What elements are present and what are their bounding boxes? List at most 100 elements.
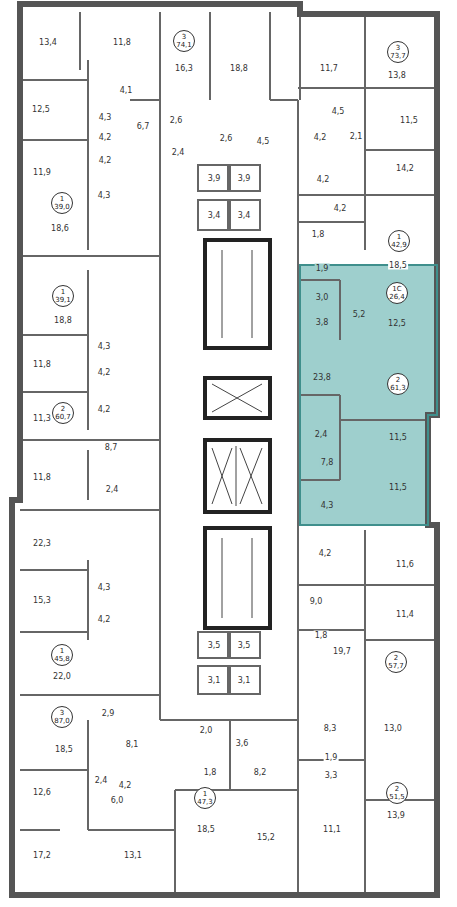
room-area: 3,5 <box>207 641 222 650</box>
apartment-area: 39,0 <box>54 203 70 211</box>
room-area: 18,8 <box>53 316 73 325</box>
apartment-marker: 257,7 <box>385 651 407 673</box>
apartment-rooms: 2 <box>395 785 399 793</box>
room-area: 11,8 <box>112 38 132 47</box>
apartment-rooms: 1 <box>61 288 65 296</box>
room-area: 2,0 <box>199 726 214 735</box>
room-area: 7,8 <box>320 458 335 467</box>
room-area: 11,6 <box>395 560 415 569</box>
room-area: 2,4 <box>171 148 186 157</box>
room-area: 4,2 <box>313 133 328 142</box>
apartment-area: 74,1 <box>176 41 192 49</box>
apartment-marker: 251,5 <box>386 782 408 804</box>
room-area: 18,8 <box>229 64 249 73</box>
apartment-marker: 145,8 <box>51 644 73 666</box>
room-area: 2,6 <box>169 116 184 125</box>
room-area: 4,3 <box>320 501 335 510</box>
room-area: 4,3 <box>98 113 113 122</box>
apartment-rooms: 2 <box>61 405 65 413</box>
room-area: 18,5 <box>196 825 216 834</box>
room-area: 12,5 <box>387 319 407 328</box>
room-area: 1,9 <box>324 753 339 762</box>
apartment-rooms: 1С <box>392 285 401 293</box>
room-area: 11,5 <box>388 433 408 442</box>
room-area: 11,9 <box>32 168 52 177</box>
apartment-area: 45,8 <box>54 655 70 663</box>
highlighted-apartment <box>300 265 437 525</box>
apartment-area: 39,1 <box>55 296 71 304</box>
room-area: 11,4 <box>395 610 415 619</box>
room-area: 3,6 <box>235 739 250 748</box>
room-area: 11,1 <box>322 825 342 834</box>
room-area: 16,3 <box>174 64 194 73</box>
room-area: 3,8 <box>315 318 330 327</box>
room-area: 14,2 <box>395 164 415 173</box>
room-area: 4,2 <box>97 615 112 624</box>
room-area: 11,3 <box>32 414 52 423</box>
room-area: 13,8 <box>387 71 407 80</box>
apartment-rooms: 2 <box>394 654 398 662</box>
room-area: 4,1 <box>119 86 134 95</box>
room-area: 4,2 <box>316 175 331 184</box>
room-area: 6,0 <box>110 796 125 805</box>
room-area: 5,2 <box>352 310 367 319</box>
room-area: 3,5 <box>237 641 252 650</box>
apartment-marker: 147,3 <box>194 787 216 809</box>
room-area: 13,0 <box>383 724 403 733</box>
room-area: 12,6 <box>32 788 52 797</box>
apartment-area: 60,7 <box>55 413 71 421</box>
room-area: 4,5 <box>256 137 271 146</box>
apartment-area: 73,7 <box>390 52 406 60</box>
room-area: 17,2 <box>32 851 52 860</box>
apartment-rooms: 3 <box>182 33 186 41</box>
apartment-rooms: 1 <box>60 647 64 655</box>
room-area: 18,6 <box>50 224 70 233</box>
apartment-marker: 142,9 <box>388 230 410 252</box>
room-area: 1,9 <box>315 264 330 273</box>
apartment-marker: 387,0 <box>51 706 73 728</box>
apartment-area: 26,4 <box>389 293 405 301</box>
room-area: 22,3 <box>32 539 52 548</box>
room-area: 3,9 <box>207 174 222 183</box>
apartment-rooms: 1 <box>203 790 207 798</box>
room-area: 11,5 <box>388 483 408 492</box>
room-area: 4,2 <box>318 549 333 558</box>
apartment-rooms: 3 <box>396 44 400 52</box>
room-area: 1,8 <box>314 631 329 640</box>
room-area: 2,1 <box>349 132 364 141</box>
apartment-rooms: 3 <box>60 709 64 717</box>
apartment-marker: 139,0 <box>51 192 73 214</box>
room-area: 4,2 <box>98 156 113 165</box>
room-area: 2,6 <box>219 134 234 143</box>
room-area: 11,7 <box>319 64 339 73</box>
room-area: 1,8 <box>311 230 326 239</box>
room-area: 3,0 <box>315 293 330 302</box>
room-area: 4,5 <box>331 107 346 116</box>
room-area: 8,3 <box>323 724 338 733</box>
room-area: 3,1 <box>207 676 222 685</box>
core-walls <box>205 240 270 628</box>
room-area: 22,0 <box>52 672 72 681</box>
highlighted-apartment-border <box>300 265 437 525</box>
room-area: 15,3 <box>32 596 52 605</box>
room-area: 13,1 <box>123 851 143 860</box>
room-area: 8,2 <box>253 768 268 777</box>
room-area: 4,3 <box>97 342 112 351</box>
apartment-marker: 374,1 <box>173 30 195 52</box>
room-area: 1,8 <box>203 768 218 777</box>
room-area: 23,8 <box>312 373 332 382</box>
room-area: 13,9 <box>386 811 406 820</box>
room-area: 2,9 <box>101 709 116 718</box>
apartment-marker: 260,7 <box>52 402 74 424</box>
apartment-area: 61,3 <box>390 384 406 392</box>
apartment-marker: 261,3 <box>387 373 409 395</box>
room-area: 3,3 <box>324 771 339 780</box>
room-area: 4,3 <box>97 191 112 200</box>
apartment-area: 51,5 <box>389 793 405 801</box>
apartment-marker: 373,7 <box>387 41 409 63</box>
room-area: 3,4 <box>237 211 252 220</box>
room-area: 2,4 <box>314 430 329 439</box>
building-outline <box>12 4 437 895</box>
room-area: 4,2 <box>118 781 133 790</box>
